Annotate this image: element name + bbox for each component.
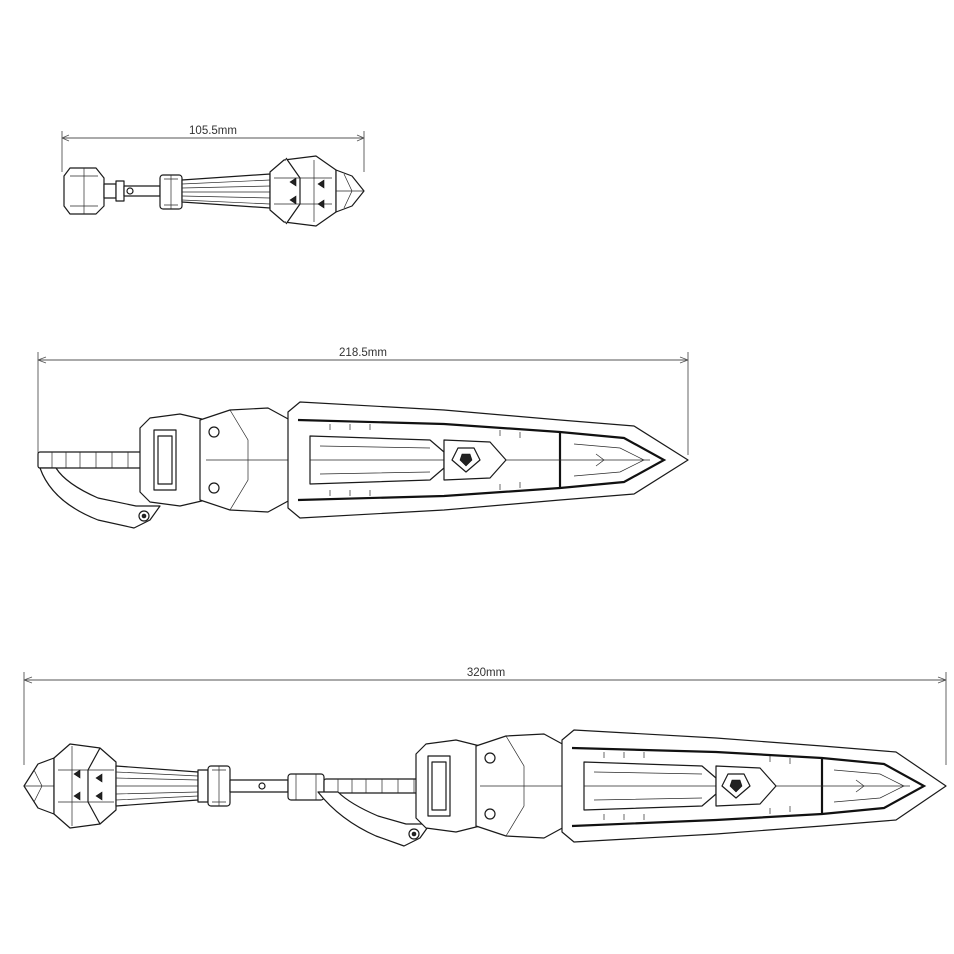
drawing-handle-pommel: 105.5mm <box>61 125 365 227</box>
dimension-label-320mm: 320mm <box>467 667 505 679</box>
dimension-218-5mm: 218.5mm <box>37 347 689 455</box>
dimension-label-218-5mm: 218.5mm <box>339 347 387 359</box>
handle-pommel-part <box>63 155 365 227</box>
dimension-105-5mm: 105.5mm <box>61 125 365 172</box>
assembled-sword-part <box>23 729 947 847</box>
drawing-blade: 218.5mm <box>37 347 689 529</box>
dimension-label-105-5mm: 105.5mm <box>189 125 237 137</box>
dimension-320mm: 320mm <box>23 667 947 765</box>
drawing-assembled-sword: 320mm <box>23 667 947 847</box>
blade-part <box>37 401 689 529</box>
